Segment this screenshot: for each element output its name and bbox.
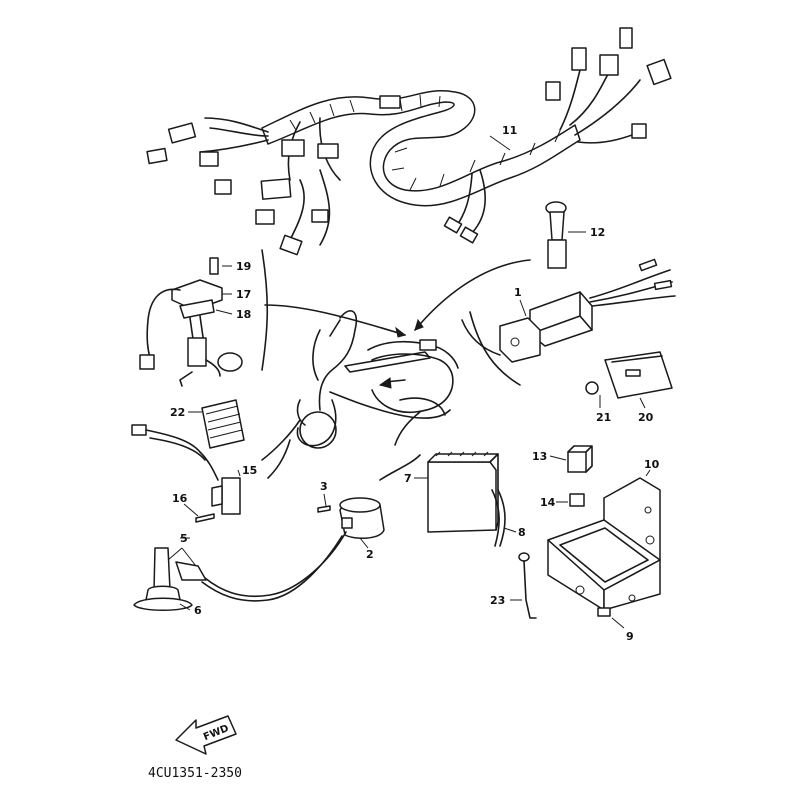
callout-12: 12 (590, 226, 605, 239)
part-2-3-ignition-coil[interactable]: 3 2 (201, 480, 385, 602)
callout-7: 7 (404, 472, 412, 485)
callout-14: 14 (540, 496, 556, 509)
part-22[interactable]: 22 (170, 399, 245, 449)
part-13-14[interactable]: 13 14 (532, 445, 593, 509)
callout-13: 13 (532, 450, 547, 463)
callout-6: 6 (194, 604, 202, 617)
callout-11: 11 (502, 124, 517, 137)
diagram-code: 4CU1351-2350 (148, 766, 242, 781)
part-7-8-battery[interactable]: 7 8 (379, 451, 526, 547)
callout-20: 20 (638, 411, 654, 424)
callout-23: 23 (490, 594, 505, 607)
callout-21: 21 (596, 411, 611, 424)
part-12[interactable]: 12 (545, 201, 605, 269)
callout-9: 9 (626, 630, 634, 643)
part-23[interactable]: 23 (490, 552, 537, 619)
callout-16: 16 (172, 492, 188, 505)
callout-8: 8 (518, 526, 526, 539)
part-9-10-battery-box[interactable]: 10 9 (547, 458, 661, 643)
part-20-21[interactable]: 21 20 (585, 351, 673, 424)
callout-15: 15 (242, 464, 257, 477)
fwd-arrow: FWD (175, 715, 237, 755)
callout-3: 3 (320, 480, 328, 493)
part-1-cdi-unit[interactable]: 1 (469, 258, 676, 386)
part-5-6-plug[interactable]: 5 6 (133, 532, 207, 617)
callout-5: 5 (180, 532, 188, 545)
callout-19: 19 (236, 260, 251, 273)
callout-22: 22 (170, 406, 185, 419)
scooter-outline (261, 259, 531, 479)
wire-harness[interactable]: 11 (146, 27, 672, 256)
callout-10: 10 (644, 458, 660, 471)
part-17-18-19-fuel-sender[interactable]: 19 17 18 (139, 249, 269, 387)
callout-1: 1 (514, 286, 522, 299)
callout-2: 2 (366, 548, 374, 561)
callout-17: 17 (236, 288, 251, 301)
callout-18: 18 (236, 308, 251, 321)
part-15-16[interactable]: 15 16 (131, 424, 257, 523)
